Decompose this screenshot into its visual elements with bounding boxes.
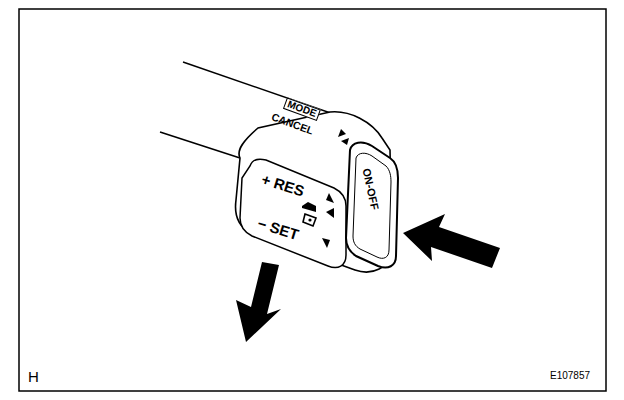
push-arrow — [403, 214, 500, 268]
cancel-triangle — [341, 138, 349, 145]
button-inner — [353, 153, 391, 258]
on-off-button — [346, 143, 398, 268]
pull-arrow — [236, 262, 281, 342]
set-triangle — [322, 238, 330, 248]
cancel-left-triangle — [326, 208, 334, 218]
res-triangle — [326, 193, 334, 203]
cruise-icon — [302, 202, 316, 226]
stalk-edge — [160, 132, 240, 158]
switch-face — [240, 159, 346, 267]
view-letter: H — [28, 369, 39, 384]
figure-code: E107857 — [550, 371, 590, 381]
frame — [19, 9, 606, 391]
cancel-triangle — [338, 129, 346, 137]
